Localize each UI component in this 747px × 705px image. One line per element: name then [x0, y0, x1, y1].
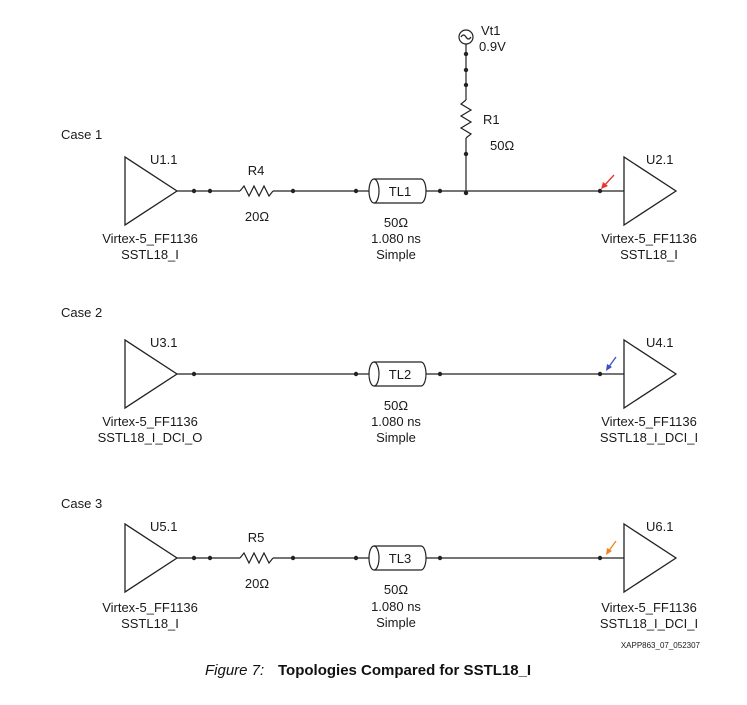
- tline-model: Simple: [376, 247, 416, 262]
- probe-marker-icon: [606, 356, 617, 371]
- receiver-buffer-icon: [623, 522, 678, 594]
- case-3-label: Case 3: [61, 496, 102, 511]
- figure-id: XAPP863_07_052307: [621, 641, 701, 650]
- driver-io: SSTL18_I_DCI_O: [98, 430, 203, 445]
- tline-delay: 1.080 ns: [371, 599, 421, 614]
- resistor-value: 20Ω: [245, 576, 269, 591]
- receiver-model: Virtex-5_FF1136: [601, 414, 697, 429]
- case-3-circuit: Case 3 U5.1 Virtex-5_FF1136 SSTL18_I R5 …: [61, 496, 698, 631]
- tline-delay: 1.080 ns: [371, 231, 421, 246]
- tline-name: TL1: [389, 184, 411, 199]
- probe-marker-icon: [606, 540, 617, 555]
- receiver-io: SSTL18_I_DCI_I: [600, 616, 698, 631]
- case-2-circuit: Case 2 U3.1 Virtex-5_FF1136 SSTL18_I_DCI…: [61, 305, 698, 445]
- receiver-ref: U2.1: [646, 152, 673, 167]
- driver-ref: U1.1: [150, 152, 177, 167]
- resistor-icon: [239, 551, 274, 565]
- receiver-buffer-icon: [623, 338, 678, 410]
- tline-delay: 1.080 ns: [371, 414, 421, 429]
- receiver-ref: U6.1: [646, 519, 673, 534]
- receiver-model: Virtex-5_FF1136: [601, 600, 697, 615]
- sine-icon: [460, 34, 472, 40]
- driver-ref: U3.1: [150, 335, 177, 350]
- tline-model: Simple: [376, 615, 416, 630]
- driver-ref: U5.1: [150, 519, 177, 534]
- case-1-circuit: Case 1 U1.1 Virtex-5_FF1136 SSTL18_I R4 …: [61, 127, 697, 262]
- tline-name: TL2: [389, 367, 411, 382]
- tline-impedance: 50Ω: [384, 582, 408, 597]
- case-2-label: Case 2: [61, 305, 102, 320]
- driver-buffer-icon: [124, 522, 179, 594]
- driver-io: SSTL18_I: [121, 616, 179, 631]
- receiver-buffer-icon: [623, 155, 678, 227]
- resistor-name: R5: [248, 530, 265, 545]
- receiver-model: Virtex-5_FF1136: [601, 231, 697, 246]
- vt1-name: Vt1: [481, 23, 501, 38]
- r1-value: 50Ω: [490, 138, 514, 153]
- r1-name: R1: [483, 112, 500, 127]
- tline-impedance: 50Ω: [384, 215, 408, 230]
- resistor-name: R4: [248, 163, 265, 178]
- receiver-io: SSTL18_I_DCI_I: [600, 430, 698, 445]
- driver-io: SSTL18_I: [121, 247, 179, 262]
- resistor-icon: [239, 184, 274, 198]
- driver-buffer-icon: [124, 338, 179, 410]
- receiver-ref: U4.1: [646, 335, 673, 350]
- case-1-label: Case 1: [61, 127, 102, 142]
- driver-buffer-icon: [124, 155, 179, 227]
- driver-model: Virtex-5_FF1136: [102, 414, 198, 429]
- receiver-io: SSTL18_I: [620, 247, 678, 262]
- tline-impedance: 50Ω: [384, 398, 408, 413]
- vt1-value: 0.9V: [479, 39, 506, 54]
- probe-marker-icon: [601, 174, 615, 189]
- tline-model: Simple: [376, 430, 416, 445]
- caption-title: Topologies Compared for SSTL18_I: [278, 662, 531, 679]
- resistor-value: 20Ω: [245, 209, 269, 224]
- driver-model: Virtex-5_FF1136: [102, 600, 198, 615]
- vt1-source: Vt1 0.9V: [458, 23, 506, 100]
- r1-resistor: R1 50Ω: [459, 99, 514, 196]
- driver-model: Virtex-5_FF1136: [102, 231, 198, 246]
- tline-name: TL3: [389, 551, 411, 566]
- caption-prefix: Figure 7:: [205, 662, 264, 679]
